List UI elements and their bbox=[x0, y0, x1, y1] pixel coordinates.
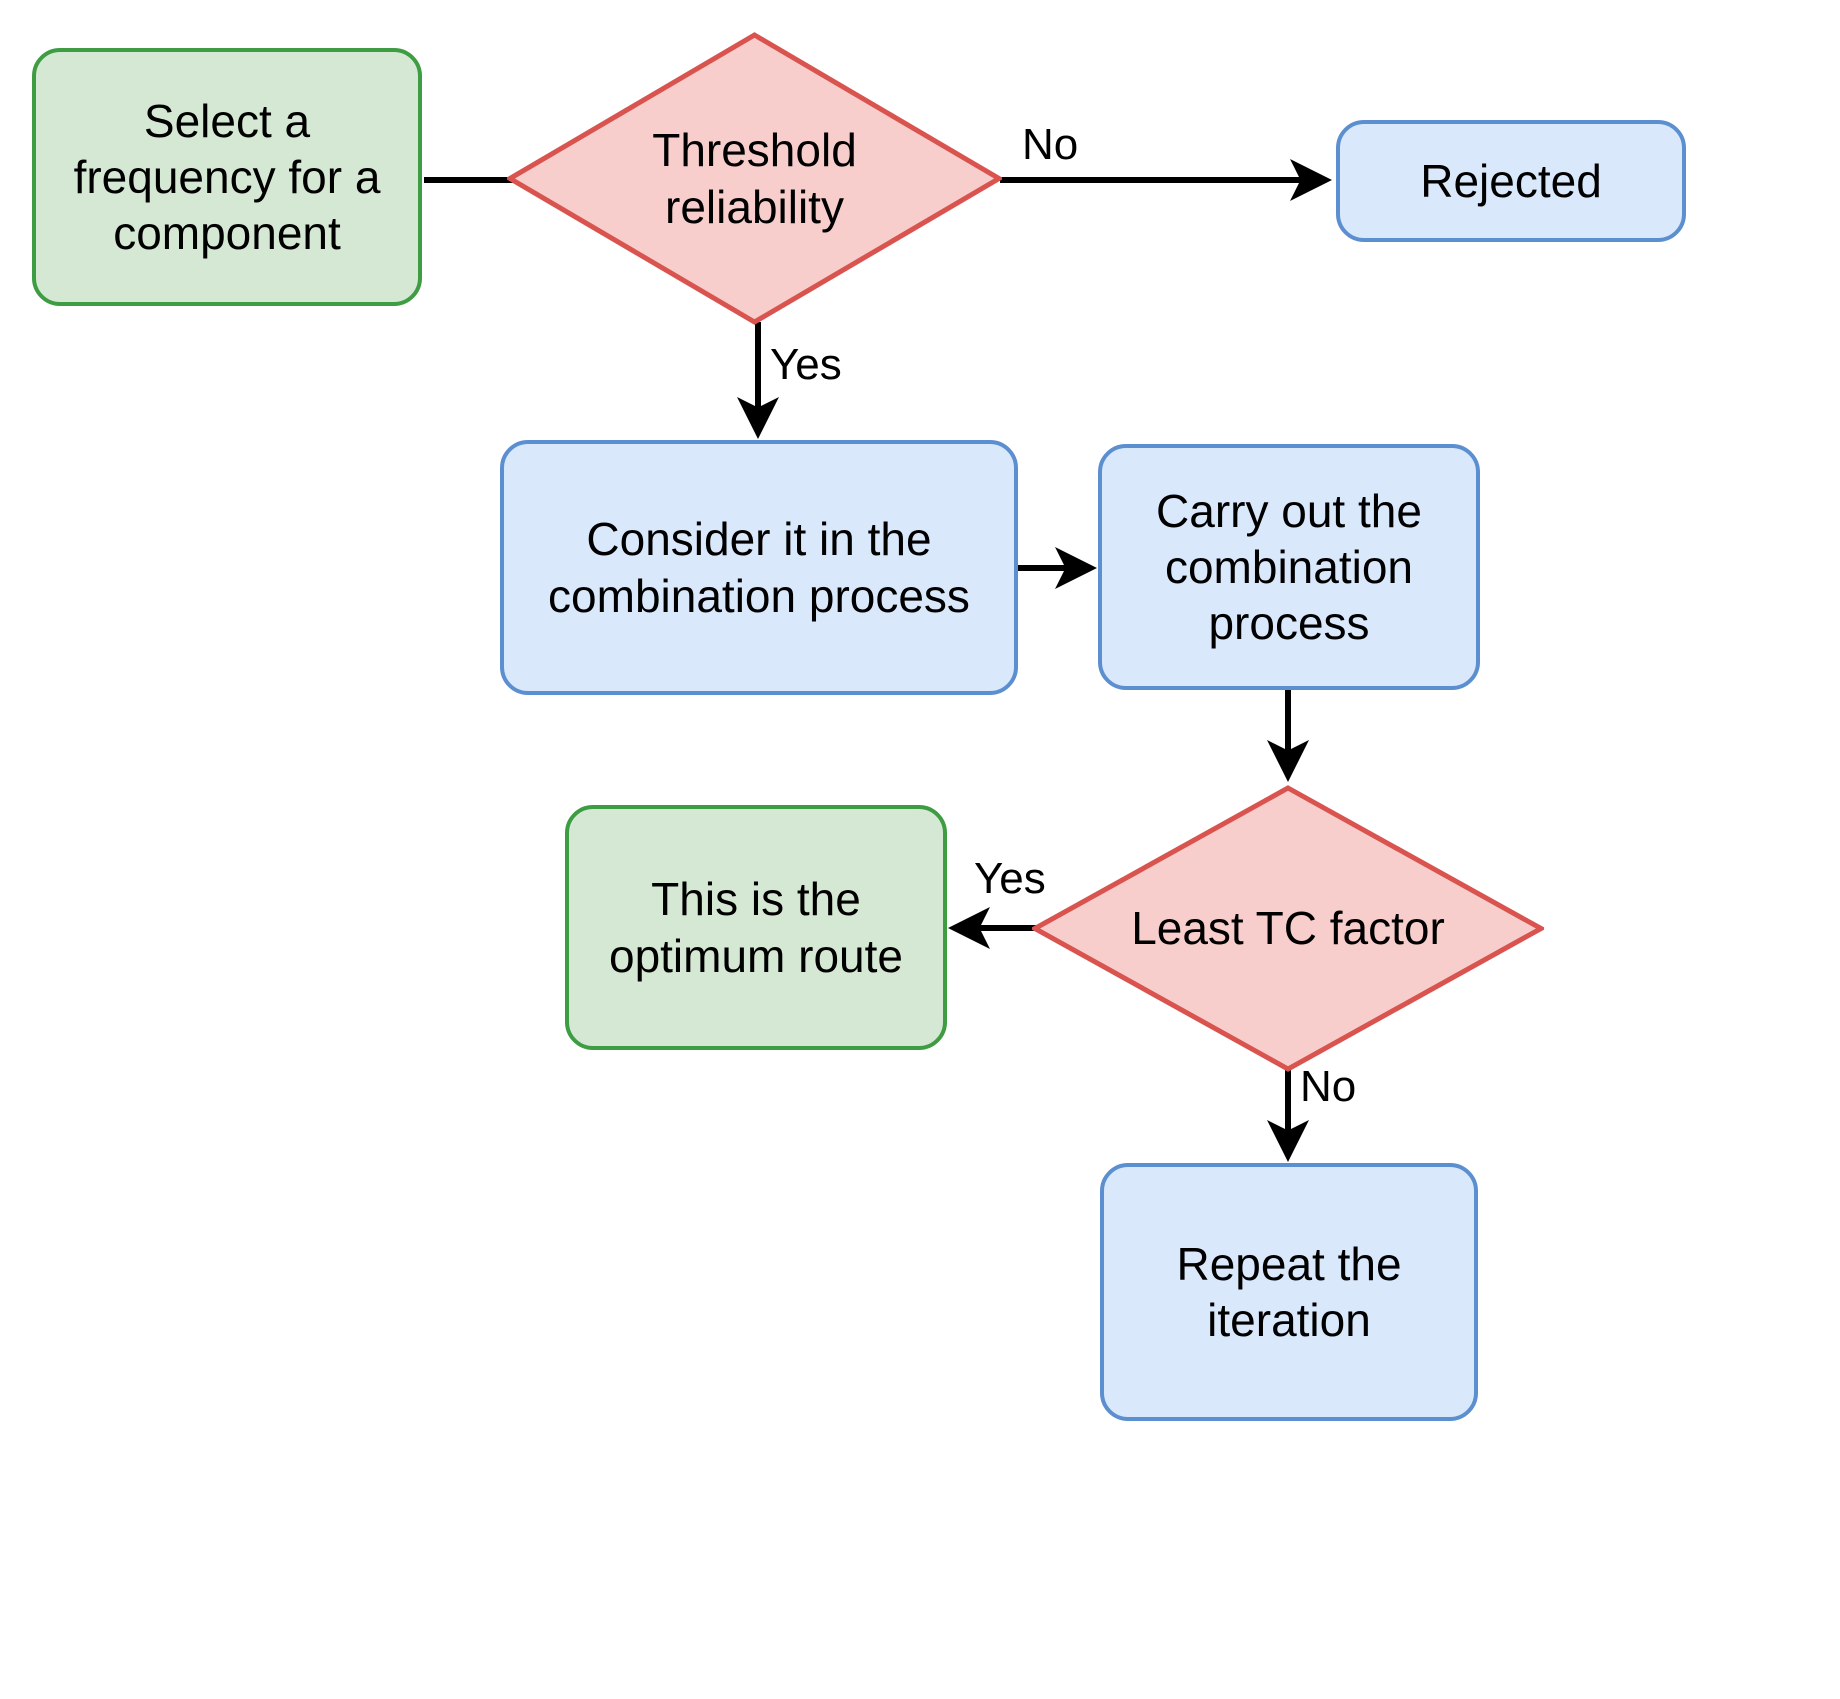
node-threshold-reliability[interactable]: Threshold reliability bbox=[507, 32, 1002, 325]
node-optimum-route-label: This is the optimum route bbox=[608, 873, 903, 982]
node-repeat-iteration[interactable]: Repeat the iteration bbox=[1100, 1163, 1478, 1421]
node-rejected[interactable]: Rejected bbox=[1336, 120, 1686, 242]
diamond-shape bbox=[1032, 785, 1544, 1072]
node-select-frequency[interactable]: Select a frequency for a component bbox=[32, 48, 422, 306]
node-rejected-label: Rejected bbox=[1420, 154, 1602, 207]
node-carry-out-combination[interactable]: Carry out the combination process bbox=[1098, 444, 1480, 690]
node-optimum-route[interactable]: This is the optimum route bbox=[565, 805, 947, 1050]
node-repeat-iteration-label: Repeat the iteration bbox=[1176, 1237, 1402, 1346]
node-consider-in-combination-label: Consider it in the combination process bbox=[548, 513, 970, 622]
node-select-frequency-label: Select a frequency for a component bbox=[73, 94, 381, 260]
node-consider-in-combination[interactable]: Consider it in the combination process bbox=[500, 440, 1018, 695]
node-least-tc-factor[interactable]: Least TC factor bbox=[1032, 785, 1544, 1072]
edge-label-yes-threshold: Yes bbox=[770, 340, 842, 389]
edge-label-no-threshold: No bbox=[1022, 120, 1079, 169]
edge-label-yes-tc: Yes bbox=[974, 854, 1046, 903]
edge-label-no-tc: No bbox=[1300, 1062, 1357, 1111]
node-carry-out-combination-label: Carry out the combination process bbox=[1156, 484, 1422, 650]
diamond-shape bbox=[507, 32, 1002, 325]
